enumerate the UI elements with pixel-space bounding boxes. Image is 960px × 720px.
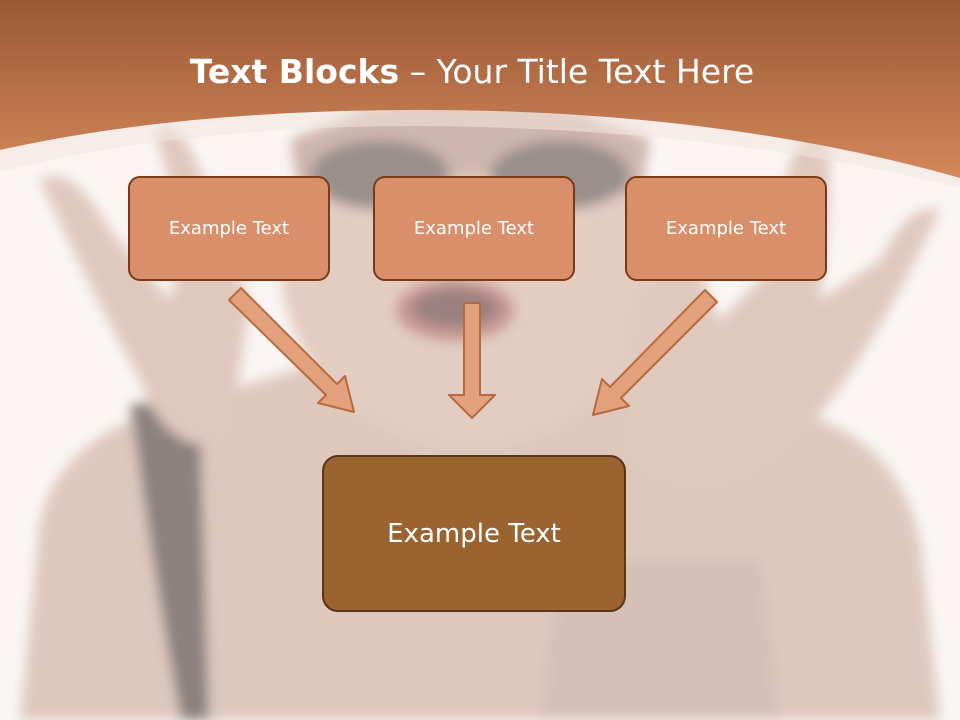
text-block-3[interactable]: Example Text [625, 176, 827, 281]
target-text-block-label: Example Text [387, 518, 561, 549]
text-block-2-label: Example Text [413, 218, 535, 239]
arrow-center [448, 302, 496, 419]
title-regular: Your Title Text Here [436, 52, 755, 91]
target-text-block[interactable]: Example Text [322, 455, 626, 612]
text-block-3-label: Example Text [665, 218, 787, 239]
title-bold: Text Blocks [189, 52, 400, 91]
text-block-1[interactable]: Example Text [128, 176, 330, 281]
arrow-right [592, 289, 718, 416]
slide-title: Text Blocks – Your Title Text Here [0, 52, 944, 91]
header-band [0, 0, 960, 188]
arrow-left [228, 287, 355, 413]
title-separator: – [399, 52, 437, 91]
text-block-1-label: Example Text [168, 218, 290, 239]
text-block-2[interactable]: Example Text [373, 176, 575, 281]
